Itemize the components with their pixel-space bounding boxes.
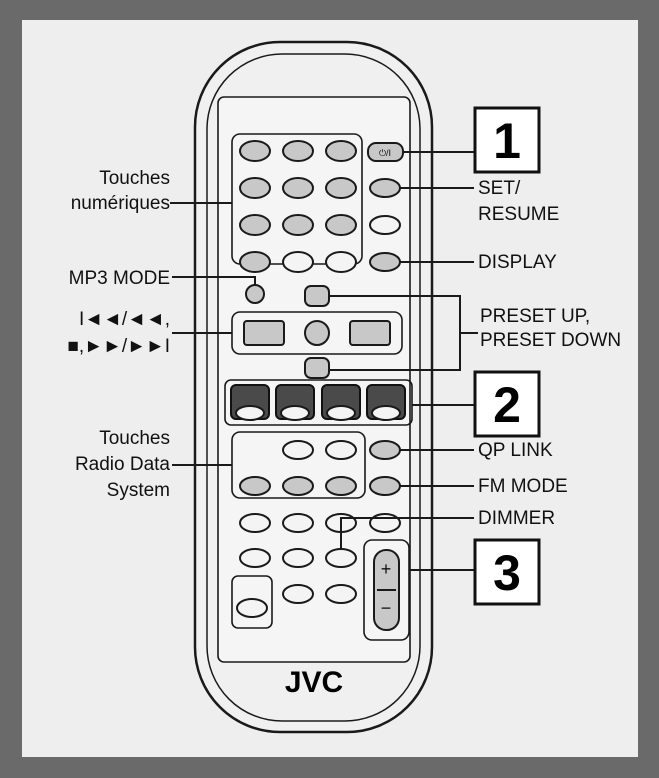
label-preset-line2: PRESET DOWN [480, 330, 621, 351]
source-button-3-cap [326, 405, 356, 421]
source-buttons-group [224, 379, 413, 426]
numeric-key-10[interactable] [239, 251, 271, 273]
lower-button-2[interactable] [282, 513, 314, 533]
step-2-number: 2 [493, 377, 521, 433]
volume-group [363, 539, 410, 641]
numeric-key-7[interactable] [239, 214, 271, 236]
numeric-key-6[interactable] [325, 177, 357, 199]
rds-button-search-right[interactable] [325, 476, 357, 496]
lower-button-4[interactable] [369, 513, 401, 533]
label-rds-line1: Touches [99, 428, 170, 449]
rds-button-search-left[interactable] [282, 476, 314, 496]
step-2-box [473, 370, 541, 438]
step-1-box [473, 106, 541, 174]
lower-button-1[interactable] [239, 513, 271, 533]
leader-dimmer [340, 517, 474, 549]
volume-minus-icon: − [381, 598, 392, 618]
numeric-key-9[interactable] [325, 214, 357, 236]
label-touches-numeriques-line1: Touches [99, 168, 170, 189]
mp3-mode-button[interactable] [245, 284, 265, 304]
rds-button-display[interactable] [239, 476, 271, 496]
stop-button[interactable] [304, 320, 330, 346]
label-mp3-mode: MP3 MODE [69, 268, 170, 289]
step-3-number: 3 [493, 545, 521, 601]
bottom-left-group [231, 575, 273, 629]
dimmer-button[interactable] [325, 548, 357, 568]
numeric-key-5[interactable] [282, 177, 314, 199]
source-button-2-cap [280, 405, 310, 421]
remote-body-inner-edge [206, 53, 421, 722]
numeric-key-4[interactable] [239, 177, 271, 199]
display-button[interactable] [369, 252, 401, 272]
skip-back-button[interactable] [243, 320, 285, 346]
right-column-button-blank[interactable] [369, 215, 401, 235]
lower-button-6[interactable] [282, 548, 314, 568]
rds-button-pty[interactable] [282, 440, 314, 460]
label-display: DISPLAY [478, 252, 557, 273]
preset-down-button[interactable] [304, 357, 330, 379]
lower-button-9[interactable] [325, 584, 357, 604]
lower-button-8[interactable] [282, 584, 314, 604]
lower-button-7[interactable] [236, 598, 268, 618]
label-dimmer: DIMMER [478, 508, 555, 529]
label-rds-line2: Radio Data [75, 454, 170, 475]
qp-link-button[interactable] [369, 440, 401, 460]
label-touches-numeriques-line2: numériques [71, 193, 170, 214]
label-qp-link: QP LINK [478, 440, 553, 461]
power-icon: ⏻/I [379, 148, 391, 158]
preset-up-button[interactable] [304, 285, 330, 307]
label-fm-mode: FM MODE [478, 476, 568, 497]
numeric-key-3[interactable] [325, 140, 357, 162]
numeric-key-2[interactable] [282, 140, 314, 162]
step-1-number: 1 [493, 113, 521, 169]
label-skip-line1: I◄◄/◄◄, [79, 309, 170, 330]
leader-mp3-mode [172, 276, 256, 285]
source-button-4-cap [371, 405, 401, 421]
numeric-key-8[interactable] [282, 214, 314, 236]
label-set-resume-line1: SET/ [478, 178, 521, 199]
fm-mode-button[interactable] [369, 476, 401, 496]
numeric-key-plus10[interactable] [325, 251, 357, 273]
label-skip-line2: ■,►►/►►I [67, 336, 170, 357]
brand-logo: JVC [285, 666, 343, 699]
rds-button-ta[interactable] [325, 440, 357, 460]
set-resume-button[interactable] [369, 178, 401, 198]
label-set-resume-line2: RESUME [478, 204, 559, 225]
skip-forward-button[interactable] [349, 320, 391, 346]
label-rds-line3: System [107, 480, 170, 501]
step-3-box [473, 538, 541, 606]
numeric-key-1[interactable] [239, 140, 271, 162]
numeric-key-0[interactable] [282, 251, 314, 273]
label-preset-line1: PRESET UP, [480, 306, 590, 327]
source-button-1-cap [235, 405, 265, 421]
lower-button-5[interactable] [239, 548, 271, 568]
volume-plus-icon: + [381, 559, 392, 579]
